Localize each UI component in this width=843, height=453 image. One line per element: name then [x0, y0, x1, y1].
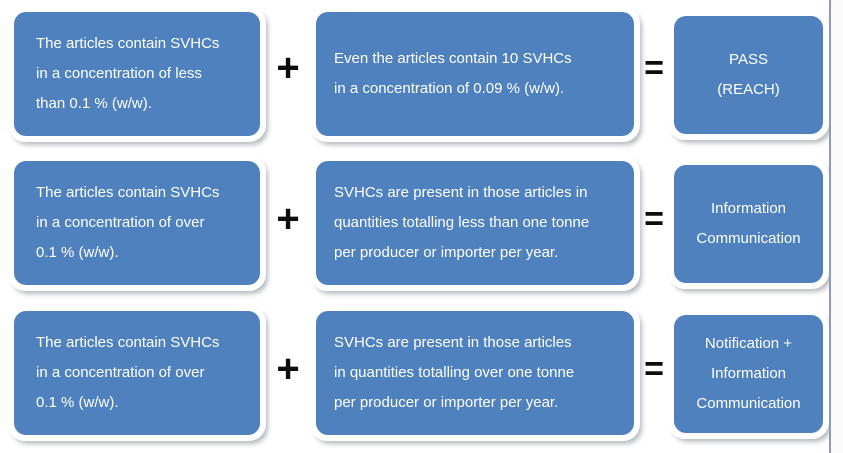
row-3-result-line-1: Notification + — [704, 335, 793, 352]
row-1-result-line-2: (REACH) — [717, 81, 780, 98]
row-1-result-text: PASS (REACH) — [674, 16, 823, 134]
row-2-qualifier-line-2: quantities totalling less than one tonne — [334, 214, 590, 231]
row-3-qualifier-line-3: per producer or importer per year. — [334, 394, 559, 411]
row-1-qualifier-text: Even the articles contain 10 SVHCs in a … — [316, 12, 634, 136]
row-1-result-line-1: PASS — [729, 51, 768, 68]
row-2-result-line-2: Communication — [696, 230, 801, 247]
row-1-plus-operator: + — [276, 46, 300, 90]
row-2-result-line-1: Information — [710, 200, 787, 217]
row-3-result-box: Notification + Information Communication — [668, 309, 829, 439]
row-3-condition-line-3: 0.1 % (w/w). — [36, 394, 119, 411]
page-edge-gutter — [831, 0, 843, 453]
row-1-condition-line-2: in a concentration of less — [36, 65, 202, 82]
row-1-condition-line-1: The articles contain SVHCs — [36, 35, 220, 52]
row-2-qualifier-line-3: per producer or importer per year. — [334, 244, 559, 261]
row-3-qualifier-line-1: SVHCs are present in those articles — [334, 334, 572, 351]
row-3-condition-line-2: in a concentration of over — [36, 364, 205, 381]
diagram-row-2: The articles contain SVHCs in a concentr… — [0, 155, 829, 295]
row-2-condition-text: The articles contain SVHCs in a concentr… — [14, 161, 260, 285]
row-1-condition-line-3: than 0.1 % (w/w). — [36, 95, 152, 112]
row-3-result-line-2: Information — [710, 365, 787, 382]
row-2-condition-line-1: The articles contain SVHCs — [36, 184, 220, 201]
row-2-qualifier-box: SVHCs are present in those articles in q… — [310, 155, 640, 291]
row-3-result-text: Notification + Information Communication — [674, 315, 823, 433]
row-2-result-text: Information Communication — [674, 165, 823, 283]
row-2-condition-line-3: 0.1 % (w/w). — [36, 244, 119, 261]
row-3-qualifier-text: SVHCs are present in those articles in q… — [316, 311, 634, 435]
row-3-condition-text: The articles contain SVHCs in a concentr… — [14, 311, 260, 435]
row-2-condition-box: The articles contain SVHCs in a concentr… — [8, 155, 266, 291]
row-1-condition-text: The articles contain SVHCs in a concentr… — [14, 12, 260, 136]
row-2-qualifier-text: SVHCs are present in those articles in q… — [316, 161, 634, 285]
row-2-result-box: Information Communication — [668, 159, 829, 289]
row-1-equals-operator: = — [644, 49, 664, 87]
row-1-condition-box: The articles contain SVHCs in a concentr… — [8, 6, 266, 142]
row-2-condition-line-2: in a concentration of over — [36, 214, 205, 231]
row-3-equals-operator: = — [644, 350, 664, 388]
row-1-qualifier-line-1: Even the articles contain 10 SVHCs — [334, 50, 572, 67]
row-3-qualifier-box: SVHCs are present in those articles in q… — [310, 305, 640, 441]
row-3-qualifier-line-2: in quantities totalling over one tonne — [334, 364, 575, 381]
row-1-qualifier-line-2: in a concentration of 0.09 % (w/w). — [334, 80, 565, 97]
diagram-row-3: The articles contain SVHCs in a concentr… — [0, 305, 829, 445]
row-3-condition-box: The articles contain SVHCs in a concentr… — [8, 305, 266, 441]
row-2-qualifier-line-1: SVHCs are present in those articles in — [334, 184, 588, 201]
row-2-equals-operator: = — [644, 200, 664, 238]
row-2-plus-operator: + — [276, 197, 300, 241]
row-3-plus-operator: + — [276, 347, 300, 391]
diagram-row-1: The articles contain SVHCs in a concentr… — [0, 6, 829, 146]
row-1-result-box: PASS (REACH) — [668, 10, 829, 140]
row-3-condition-line-1: The articles contain SVHCs — [36, 334, 220, 351]
row-3-result-line-3: Communication — [696, 395, 801, 412]
page-edge-rule — [829, 0, 831, 453]
row-1-qualifier-box: Even the articles contain 10 SVHCs in a … — [310, 6, 640, 142]
